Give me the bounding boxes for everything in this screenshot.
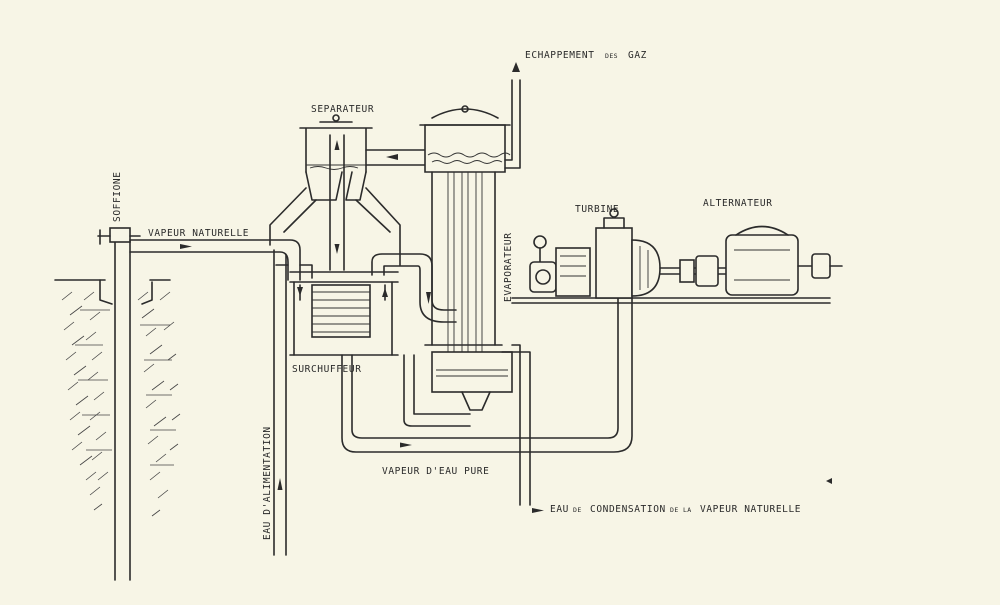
exciter — [811, 253, 831, 279]
superheater — [289, 271, 399, 356]
turbine-casing — [595, 227, 633, 299]
gas-exhaust-pipe — [504, 62, 521, 169]
ground-hatching — [61, 291, 181, 517]
label-de: DE — [573, 506, 582, 514]
label-turbine: TURBINE — [575, 204, 619, 215]
steam-header — [365, 149, 426, 166]
turbine-platform — [511, 297, 831, 304]
label-surchauffeur: SURCHUFFEUR — [292, 364, 362, 375]
flow-arrow — [180, 244, 192, 249]
well-casing — [114, 239, 131, 581]
wellhead-valve — [97, 227, 141, 245]
label-de-la: DE LA — [670, 506, 692, 514]
separator-vessel — [299, 114, 373, 271]
lower-return-pipe — [403, 354, 471, 427]
label-eau: EAU — [550, 504, 569, 515]
superheater-outlet-pipe — [371, 253, 457, 323]
label-soffione: SOFFIONE — [112, 171, 123, 222]
well-collar — [99, 279, 153, 305]
evaporator — [419, 105, 513, 411]
alternator — [725, 225, 843, 296]
turbine-rotor-housing — [631, 239, 661, 297]
label-alternateur: ALTERNATEUR — [703, 198, 773, 209]
label-condensation: CONDENSATION — [590, 504, 666, 515]
label-vapeur-naturelle: VAPEUR NATURELLE — [148, 228, 249, 239]
superheater-coil — [311, 284, 371, 338]
flow-arrow — [277, 478, 283, 490]
label-vapeur-eau-pure: VAPEUR D'EAU PURE — [382, 466, 489, 477]
label-echappement: ECHAPPEMENT — [525, 50, 595, 61]
shaft-coupling — [659, 255, 731, 287]
label-eau-alimentation: EAU D'ALIMENTATION — [262, 426, 273, 540]
turbine — [529, 208, 661, 299]
alternator-body — [725, 234, 799, 296]
evaporator-lower-drum — [431, 351, 513, 393]
valve-handle — [97, 229, 111, 245]
label-evaporateur: EVAPORATEUR — [503, 232, 514, 302]
label-gaz: GAZ — [628, 50, 647, 61]
label-vapeur-naturelle-2: VAPEUR NATURELLE — [700, 504, 801, 515]
separator-standpipe — [329, 134, 345, 271]
machine-floor — [511, 297, 831, 304]
separator-top-cap — [332, 114, 340, 122]
pressure-gauge — [533, 235, 547, 249]
label-separateur: SEPARATEUR — [311, 104, 374, 115]
ground-section — [54, 239, 181, 581]
natural-steam-pipe — [129, 239, 313, 281]
valve-body — [109, 227, 131, 243]
feed-water-pipe — [273, 249, 287, 556]
evaporator-dome — [424, 124, 506, 173]
evaporator-tubes — [447, 172, 483, 355]
separator-hopper — [269, 187, 401, 266]
pure-steam-pipe — [341, 297, 633, 453]
label-echappement-des: DES — [605, 52, 618, 60]
